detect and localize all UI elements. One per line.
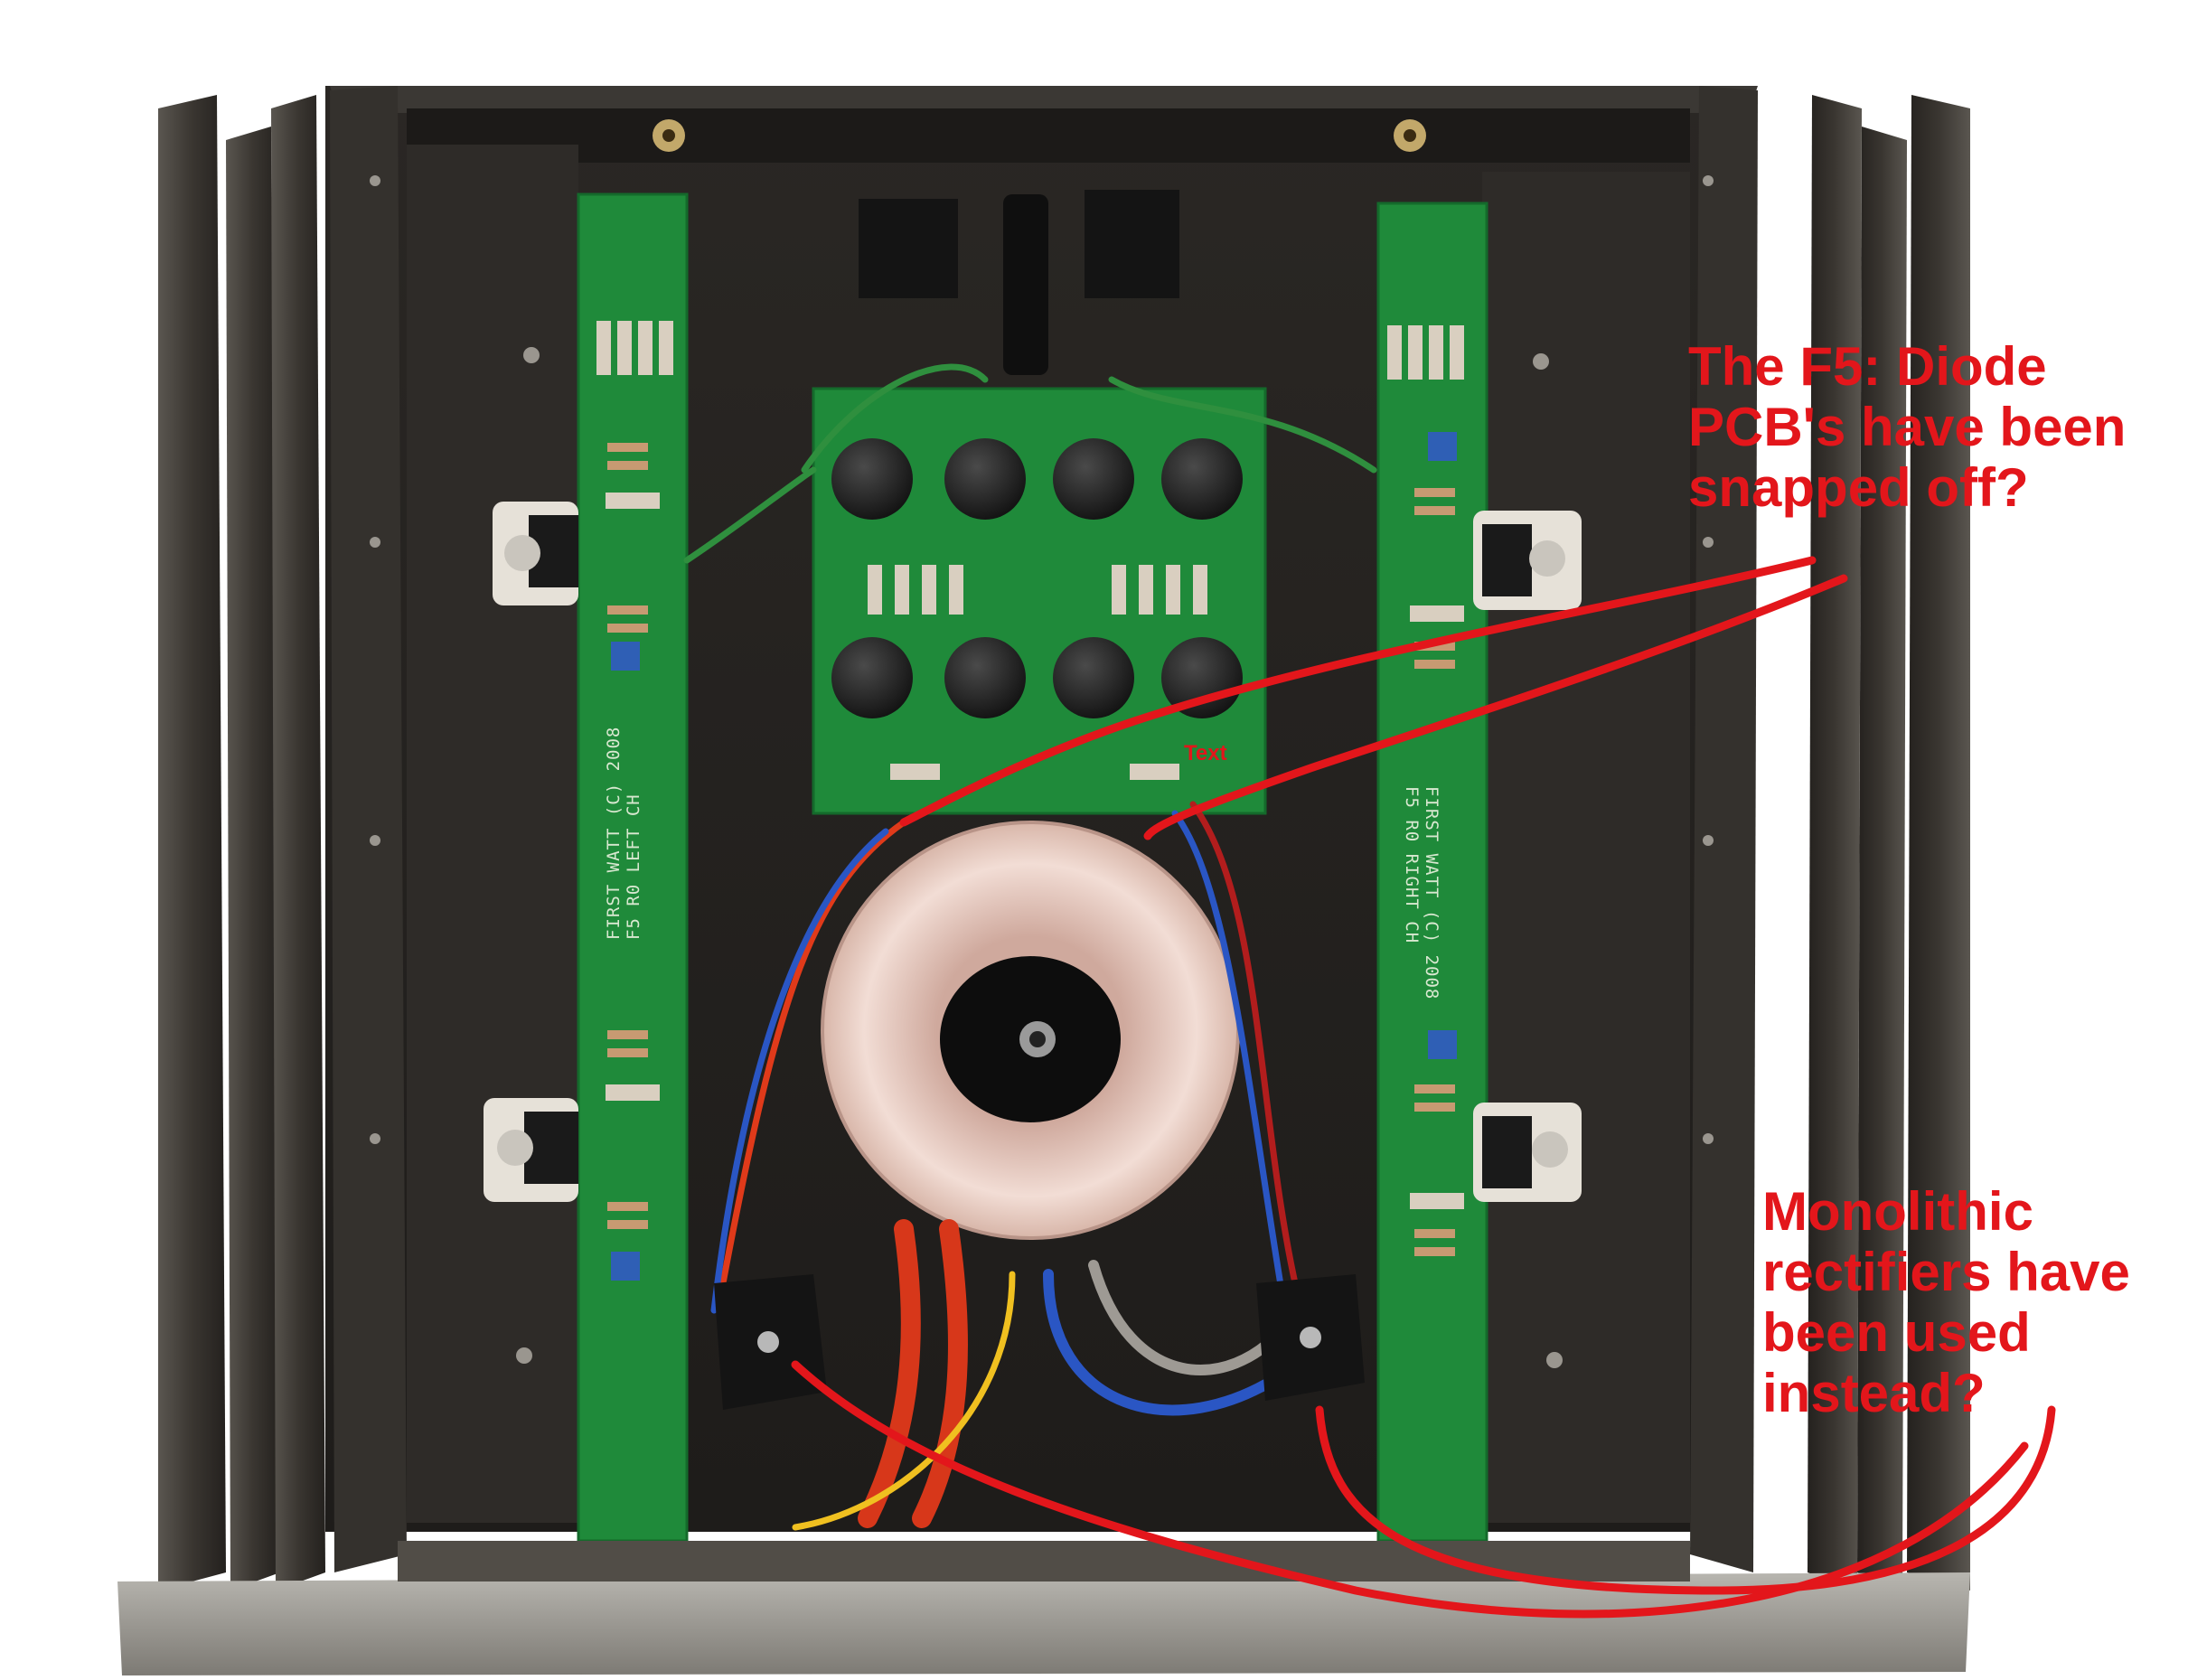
annotation-line: PCB's have been xyxy=(1688,397,2127,457)
psu-resistors xyxy=(868,565,1207,780)
left-pcb-label-line2: F5 R0 LEFT CH xyxy=(624,793,643,940)
stray-text-label: Text xyxy=(1184,741,1227,765)
annotation-line: been used xyxy=(1762,1302,2031,1363)
annotation-diode-pcb: The F5: Diode PCB's have been snapped of… xyxy=(1688,336,2126,518)
left-channel-pcb xyxy=(577,192,689,1543)
trim-pots xyxy=(611,432,1457,1281)
right-pcb-label-line1: FIRST WATT (C) 2008 xyxy=(1422,786,1441,1000)
annotation-line: snapped off? xyxy=(1688,457,2029,518)
left-pcb-label-line1: FIRST WATT (C) 2008 xyxy=(604,726,624,940)
wiring xyxy=(683,363,1377,1531)
annotation-line: The F5: Diode xyxy=(1688,336,2047,397)
annotation-rectifiers: Monolithic rectifiers have been used ins… xyxy=(1762,1181,2130,1423)
rca-inputs xyxy=(653,119,1426,152)
pcb-resistors xyxy=(596,321,1464,1209)
back-panel xyxy=(330,86,1758,113)
toroidal-transformer xyxy=(821,821,1240,1240)
left-heatsink xyxy=(158,86,578,1591)
power-inlet xyxy=(859,190,1179,375)
output-transistors xyxy=(484,502,1582,1202)
bridge-rectifiers xyxy=(714,1274,1365,1410)
right-heatsink xyxy=(1482,86,1970,1591)
front-panel xyxy=(117,1572,1970,1675)
screw-holes xyxy=(370,175,1714,1368)
annotation-arrows xyxy=(791,556,2056,1619)
back-panel-shadow xyxy=(407,108,1690,163)
filter-capacitors xyxy=(831,438,1243,718)
annotation-line: rectifiers have xyxy=(1762,1242,2130,1302)
right-pcb-label-line2: F5 R0 RIGHT CH xyxy=(1402,786,1422,944)
annotation-line: instead? xyxy=(1762,1363,1986,1423)
front-panel-top xyxy=(398,1541,1690,1581)
right-channel-pcb xyxy=(1376,202,1488,1543)
annotation-line: Monolithic xyxy=(1762,1181,2033,1242)
